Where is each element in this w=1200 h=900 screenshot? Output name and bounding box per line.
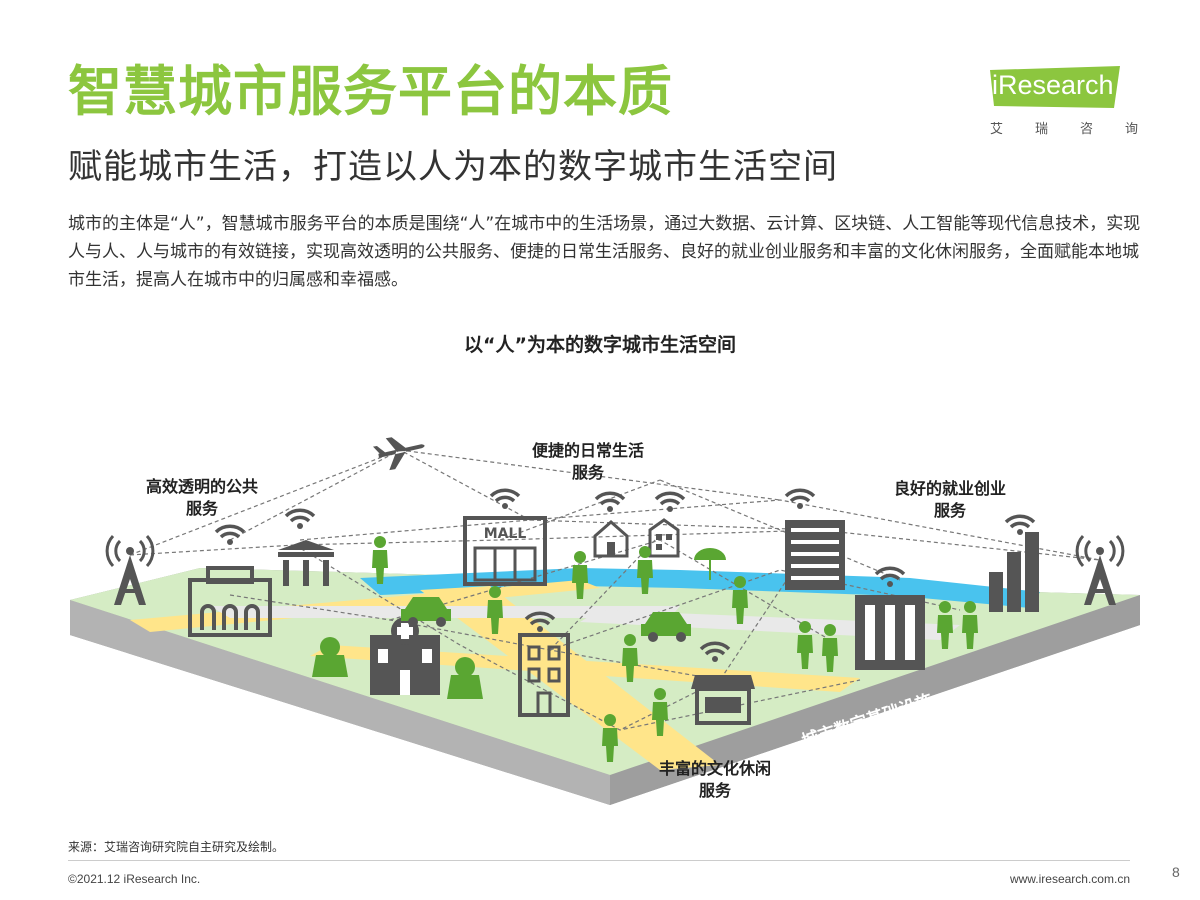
logo-chinese-name: 艾 瑞 咨 询 bbox=[990, 118, 1140, 137]
office-building-icon bbox=[785, 520, 845, 590]
label-daily-services: 便捷的日常生活 服务 bbox=[531, 441, 644, 482]
city-platform-graphic: MALL bbox=[70, 437, 1140, 805]
mall-sign-text: MALL bbox=[484, 526, 527, 542]
logo-badge-shape bbox=[990, 66, 1120, 108]
page-title: 智慧城市服务平台的本质 bbox=[68, 60, 673, 123]
website-text: www.iresearch.com.cn bbox=[1009, 872, 1130, 886]
central-building-icon bbox=[518, 633, 570, 717]
apartment-building-icon bbox=[855, 595, 925, 670]
copyright-text: ©2021.12 iResearch Inc. bbox=[68, 872, 201, 886]
logo-char: 瑞 bbox=[1034, 122, 1050, 137]
label-culture-leisure-services: 丰富的文化休闲 服务 bbox=[658, 759, 771, 800]
doctor-icon bbox=[447, 657, 483, 699]
house-icon bbox=[593, 520, 629, 558]
wifi-icon bbox=[214, 524, 246, 547]
source-note: 来源：艾瑞咨询研究院自主研究及绘制。 bbox=[68, 840, 285, 854]
government-building-icon bbox=[188, 566, 272, 637]
wifi-icon bbox=[284, 508, 316, 531]
wifi-icon bbox=[784, 488, 816, 511]
label-public-services: 高效透明的公共 服务 bbox=[145, 477, 258, 518]
page-number: 8 bbox=[1172, 864, 1180, 880]
mall-building-icon: MALL bbox=[463, 516, 547, 586]
logo-char: 询 bbox=[1124, 122, 1140, 137]
house-icon bbox=[648, 518, 680, 558]
label-employment-services: 良好的就业创业 服务 bbox=[893, 479, 1006, 520]
shop-icon bbox=[691, 675, 755, 725]
skyscraper-icon bbox=[989, 532, 1039, 612]
columned-building-icon bbox=[278, 540, 334, 586]
iresearch-logo: iResearch 艾 瑞 咨 询 bbox=[980, 62, 1150, 152]
logo-char: 咨 bbox=[1079, 122, 1095, 137]
river bbox=[360, 568, 1040, 608]
wifi-icon bbox=[594, 491, 626, 514]
car-icon bbox=[401, 597, 451, 627]
page-subtitle: 赋能城市生活，打造以人为本的数字城市生活空间 bbox=[68, 147, 838, 187]
police-officer-icon bbox=[312, 637, 348, 677]
figure-title: 以“人”为本的数字城市生活空间 bbox=[464, 334, 736, 356]
smart-city-illustration: MALL bbox=[60, 420, 1150, 820]
wifi-icon bbox=[489, 488, 521, 511]
umbrella-icon bbox=[694, 548, 726, 580]
footer-divider bbox=[68, 860, 1130, 861]
car-icon bbox=[641, 612, 691, 642]
logo-char: 艾 bbox=[990, 122, 1006, 137]
airplane-icon bbox=[373, 437, 425, 471]
body-paragraph: 城市的主体是“人”，智慧城市服务平台的本质是围绕“人”在城市中的生活场景，通过大… bbox=[68, 214, 1141, 290]
logo-wordmark: iResearch bbox=[992, 70, 1114, 100]
